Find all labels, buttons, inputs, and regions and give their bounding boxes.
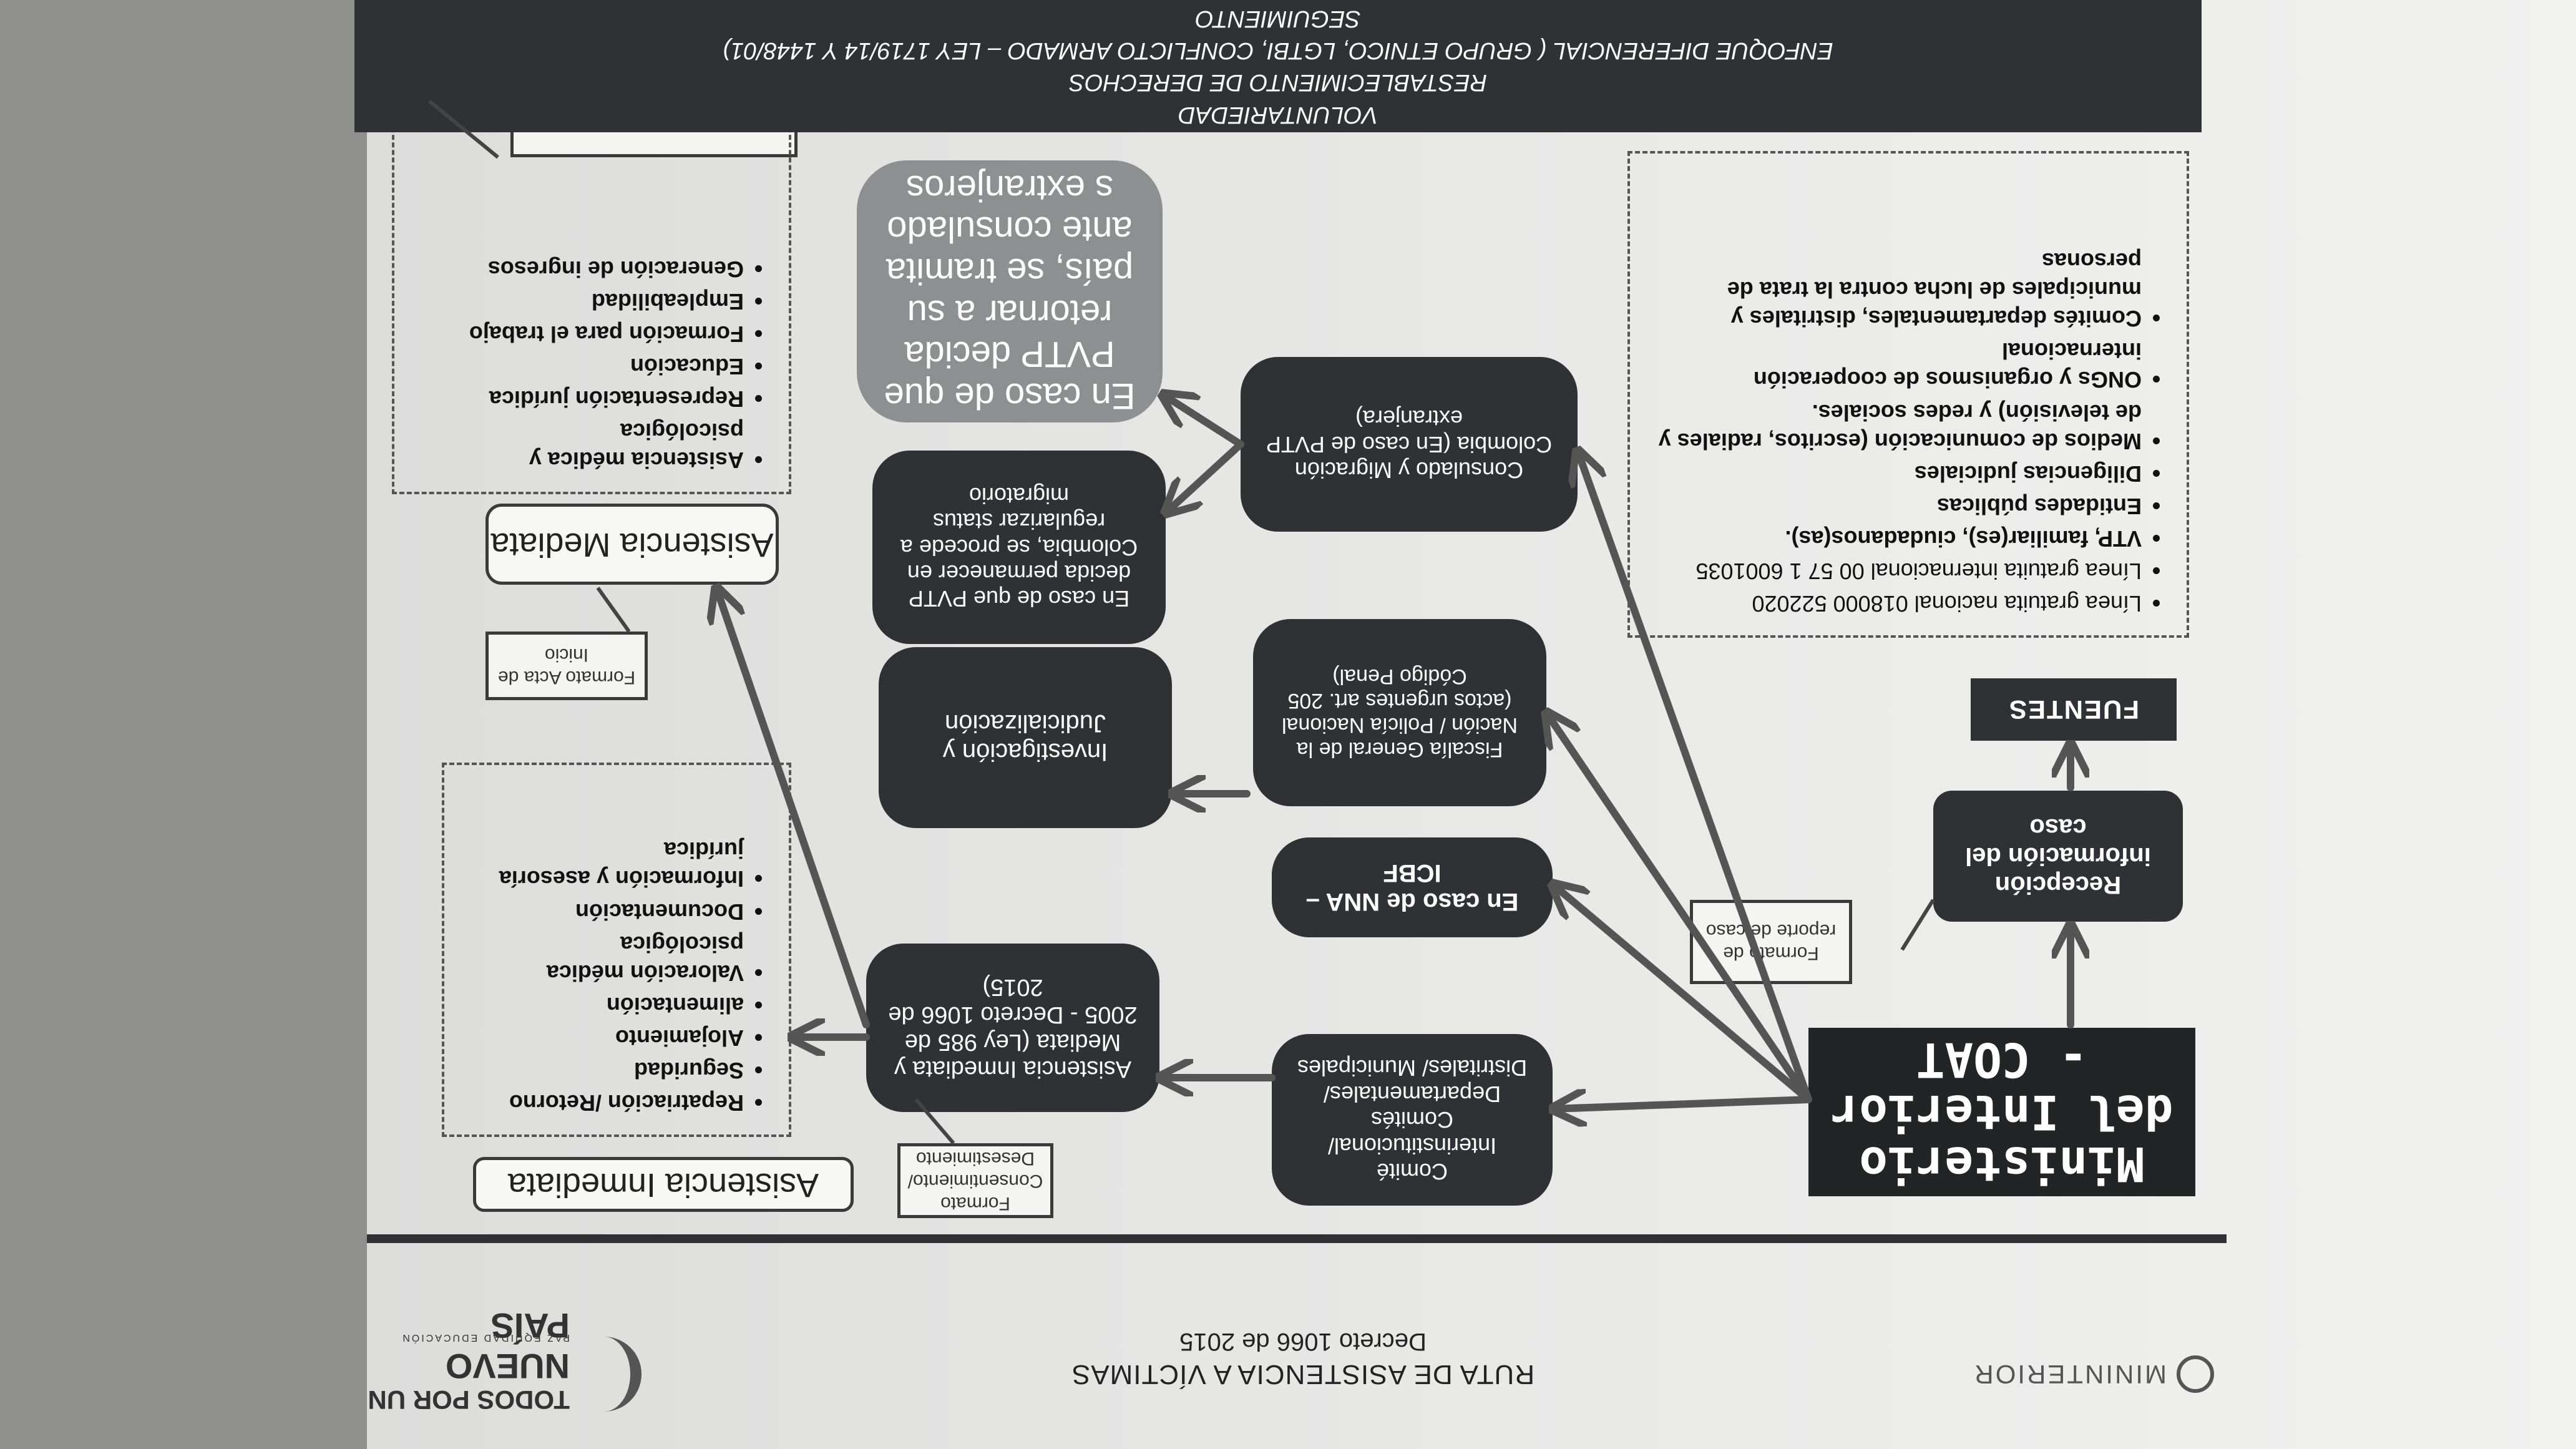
link-consent-form <box>914 1098 955 1144</box>
arrow-coat-fiscalia <box>1546 713 1812 1103</box>
arrow-coat-migracion <box>1578 451 1812 1103</box>
arrow-coat-icbf <box>1553 884 1812 1103</box>
link-report-form <box>1900 899 1935 951</box>
link-close-form <box>428 99 499 159</box>
arrow-assist-mediate <box>716 588 870 1028</box>
link-start-form <box>596 587 631 633</box>
arrow-migracion-return <box>1163 394 1244 448</box>
arrow-coat-committee <box>1553 1100 1812 1109</box>
arrow-migracion-stay <box>1166 441 1244 513</box>
